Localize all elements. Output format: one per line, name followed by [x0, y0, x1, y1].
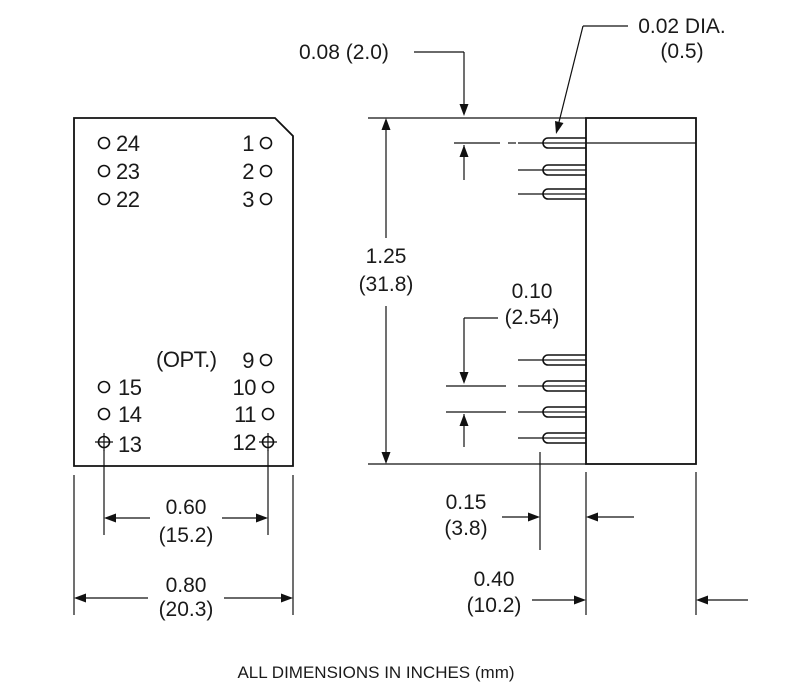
arrowhead — [459, 414, 469, 426]
dim-pitch-in: 0.10 — [512, 280, 553, 303]
dim-pin-dia-mm: (0.5) — [660, 40, 703, 63]
arrowhead — [528, 512, 540, 522]
dim-depth-in: 0.40 — [474, 568, 515, 591]
arrowhead — [574, 595, 586, 605]
pin-label-2: 2 — [242, 159, 254, 184]
dim-width-in: 0.80 — [166, 574, 207, 597]
units-note: ALL DIMENSIONS IN INCHES (mm) — [237, 663, 514, 682]
pin-hole-9 — [259, 353, 273, 367]
side-view: 1.25 (31.8) 0.08 (2.0) 0.02 DIA. (0.5) 0… — [299, 15, 748, 617]
pin-hole-3 — [259, 192, 273, 206]
package-outline-top-view — [73, 117, 294, 467]
pin-hole-2 — [259, 164, 273, 178]
dim-pitch-mm: (2.54) — [505, 306, 560, 329]
dim-pin-spacing-in: 0.60 — [166, 496, 207, 519]
pin-label-24: 24 — [116, 131, 140, 156]
pin-hole-15 — [97, 380, 111, 394]
pin-label-15: 15 — [118, 375, 142, 400]
pin-label-12: 12 — [233, 430, 257, 455]
pin-label-23: 23 — [116, 159, 140, 184]
pin-label-11: 11 — [234, 402, 256, 427]
dim-pin-offset: 0.08 (2.0) — [299, 41, 389, 64]
pin-label-22: 22 — [116, 187, 140, 212]
package-outline-side-view — [585, 117, 697, 465]
dim-width-mm: (20.3) — [159, 598, 214, 621]
pin-hole-1 — [259, 136, 273, 150]
dim-pin-spacing-mm: (15.2) — [159, 524, 214, 547]
pin-label-3: 3 — [242, 187, 254, 212]
dim-depth-mm: (10.2) — [467, 594, 522, 617]
lower-pins — [518, 354, 586, 444]
arrowhead — [459, 104, 469, 116]
pin-hole-10 — [261, 380, 275, 394]
arrowhead — [555, 121, 564, 134]
upper-pins — [518, 137, 586, 200]
dim-pin-length-mm: (3.8) — [444, 517, 487, 540]
arrowhead — [281, 593, 293, 603]
leader-line — [558, 25, 584, 123]
arrowhead — [256, 513, 268, 523]
arrowhead — [459, 372, 469, 384]
arrowhead — [586, 512, 598, 522]
arrowhead — [381, 452, 391, 464]
pin-label-10: 10 — [233, 375, 257, 400]
pin-label-13: 13 — [118, 432, 142, 457]
arrowhead — [381, 118, 391, 130]
arrowhead — [74, 593, 86, 603]
pin-hole-24 — [97, 136, 111, 150]
dim-pin-length-in: 0.15 — [446, 491, 487, 514]
arrowhead — [104, 513, 116, 523]
pin-hole-22 — [97, 192, 111, 206]
dim-height-in: 1.25 — [366, 245, 407, 268]
arrowhead — [696, 595, 708, 605]
pin-label-9: 9 — [242, 348, 254, 373]
pin-hole-14 — [97, 407, 111, 421]
pin-label-14: 14 — [118, 402, 142, 427]
dim-pin-dia-in: 0.02 DIA. — [638, 15, 726, 38]
pin-hole-11 — [261, 407, 275, 421]
arrowhead — [459, 145, 469, 157]
dim-height-mm: (31.8) — [359, 273, 414, 296]
pin-hole-23 — [97, 164, 111, 178]
opt-label: (OPT.) — [156, 347, 217, 372]
pin-label-1: 1 — [242, 131, 254, 156]
top-view: 24 23 22 1 2 3 (OPT.) 9 15 14 13 10 11 1… — [73, 117, 294, 621]
